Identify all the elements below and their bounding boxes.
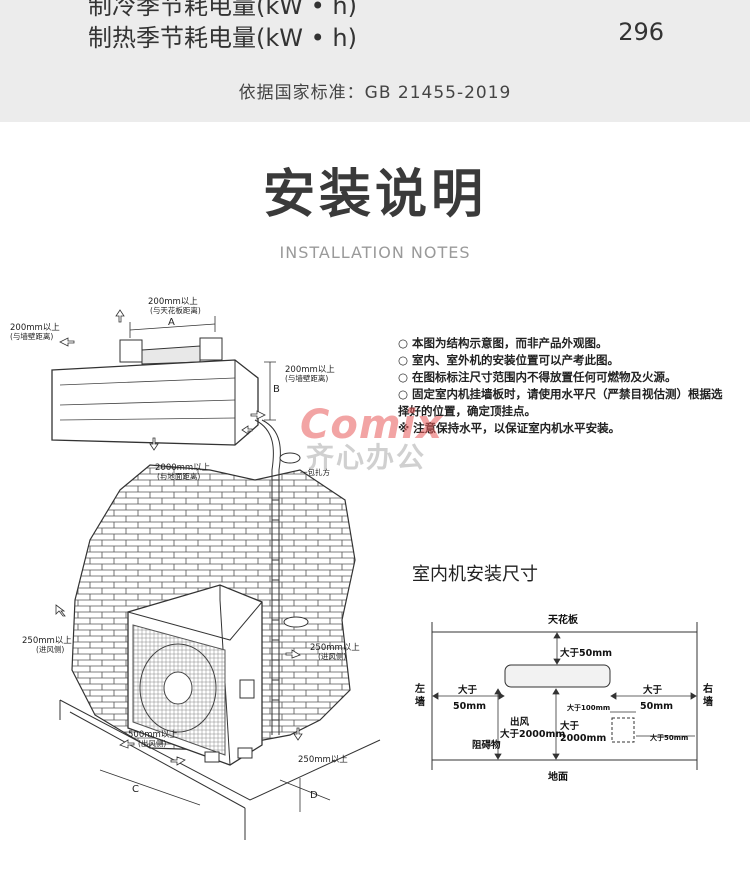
page-title: 安装说明 [262, 165, 487, 225]
left-gap-label-1: 大于 [458, 684, 478, 696]
floor-gap-label-1: 大于 [560, 720, 580, 732]
top-clearance-note: (与天花板距离) [150, 305, 201, 315]
note-item: ○ 本图为结构示意图，而非产品外观图。 [398, 336, 608, 350]
right-clearance-note: (与墙壁距离) [285, 373, 328, 383]
outlet-gap-label-1: 出风 [510, 716, 530, 728]
dimension-lines [99, 316, 331, 812]
left-clearance-note: (与墙壁距离) [10, 331, 53, 341]
bottom-clearance-note: (与地面距离) [157, 471, 200, 481]
wall-bracket [119, 337, 223, 365]
floor-gap-label-2: 2000mm [560, 733, 606, 744]
indoor-unit [51, 359, 259, 446]
spec-value: 296 [618, 18, 664, 46]
note-item: ※ 注意保持水平，以保证室内机水平安装。 [398, 421, 621, 435]
outdoor-front-label: 500mm以上 [128, 730, 178, 740]
outlet-gap-label-3: 阻碍物 [472, 739, 501, 751]
clearance-arrows [55, 309, 303, 766]
dimension-label-d: D [310, 790, 318, 801]
outdoor-left-note: (进风侧) [36, 644, 64, 654]
spec-standard: 依据国家标准：GB 21455-2019 [238, 83, 512, 103]
note-item: ○ 室内、室外机的安装位置可以产考此图。 [398, 353, 620, 367]
left-wall-label-1: 左 [414, 682, 425, 695]
left-clearance-label: 200mm以上 [10, 323, 60, 333]
dimension-scheme [431, 622, 698, 770]
page-subtitle: INSTALLATION NOTES [279, 243, 471, 262]
spec-row-cooling: 制冷季节耗电量(kW • h) [88, 0, 357, 20]
watermark-text: 齐心办公 [306, 441, 427, 474]
left-wall-label-2: 墙 [415, 695, 425, 708]
spec-table: 制冷季节耗电量(kW • h) 制热季节耗电量(kW • h) 296 依据国家… [0, 0, 750, 122]
spec-row-heating: 制热季节耗电量(kW • h) 296 [88, 18, 664, 53]
dimension-label-b: B [273, 384, 280, 395]
bottom-clearance-label: 2000mm以上 [155, 463, 211, 473]
ground-outline [59, 699, 381, 840]
outlet-gap-label-2: 大于2000mm [500, 728, 565, 740]
installation-notes: ○ 本图为结构示意图，而非产品外观图。 ○ 室内、室外机的安装位置可以产考此图。… [398, 335, 743, 437]
outdoor-unit [127, 584, 263, 766]
pipe-note: 一包扎方 [300, 467, 330, 477]
right-gap-label-1: 大于 [643, 684, 663, 696]
ceiling-label: 天花板 [548, 613, 579, 626]
pipe-gap-top-label: 大于100mm [567, 703, 610, 712]
right-gap-label-2: 50mm [640, 701, 673, 712]
outdoor-bottom-label: 250mm以上 [298, 755, 348, 765]
note-item: ○ 在图标标注尺寸范围内不得放置任何可燃物及火源。 [398, 370, 677, 384]
outdoor-right-note: (进风侧) [318, 651, 346, 661]
right-clearance-label: 200mm以上 [285, 365, 335, 375]
pipe [254, 419, 309, 735]
note-item: 择好的位置，确定顶挂点。 [398, 404, 536, 418]
dimensions-title: 室内机安装尺寸 [412, 564, 538, 585]
pipe-gap-right-label: 大于50mm [650, 733, 688, 742]
outdoor-left-label: 250mm以上 [22, 636, 72, 646]
top-gap-label: 大于50mm [560, 647, 612, 659]
watermark: Comix 齐心办公 [300, 402, 443, 476]
note-item: ○ 固定室内机挂墙板时，请使用水平尺（严禁目视估测）根据选 [398, 387, 723, 401]
right-wall-label-2: 墙 [703, 695, 713, 708]
dimension-label-a: A [168, 317, 175, 328]
right-wall-label-1: 右 [702, 682, 713, 695]
spec-label: 制热季节耗电量(kW • h) [88, 24, 357, 52]
left-gap-label-2: 50mm [453, 701, 486, 712]
outdoor-right-label: 250mm以上 [310, 643, 360, 653]
watermark-logo: Comix [300, 402, 444, 448]
top-clearance-label: 200mm以上 [148, 297, 198, 307]
floor-label: 地面 [548, 770, 568, 783]
dimension-label-c: C [132, 784, 139, 795]
outdoor-front-note: (出风侧) [138, 738, 166, 748]
